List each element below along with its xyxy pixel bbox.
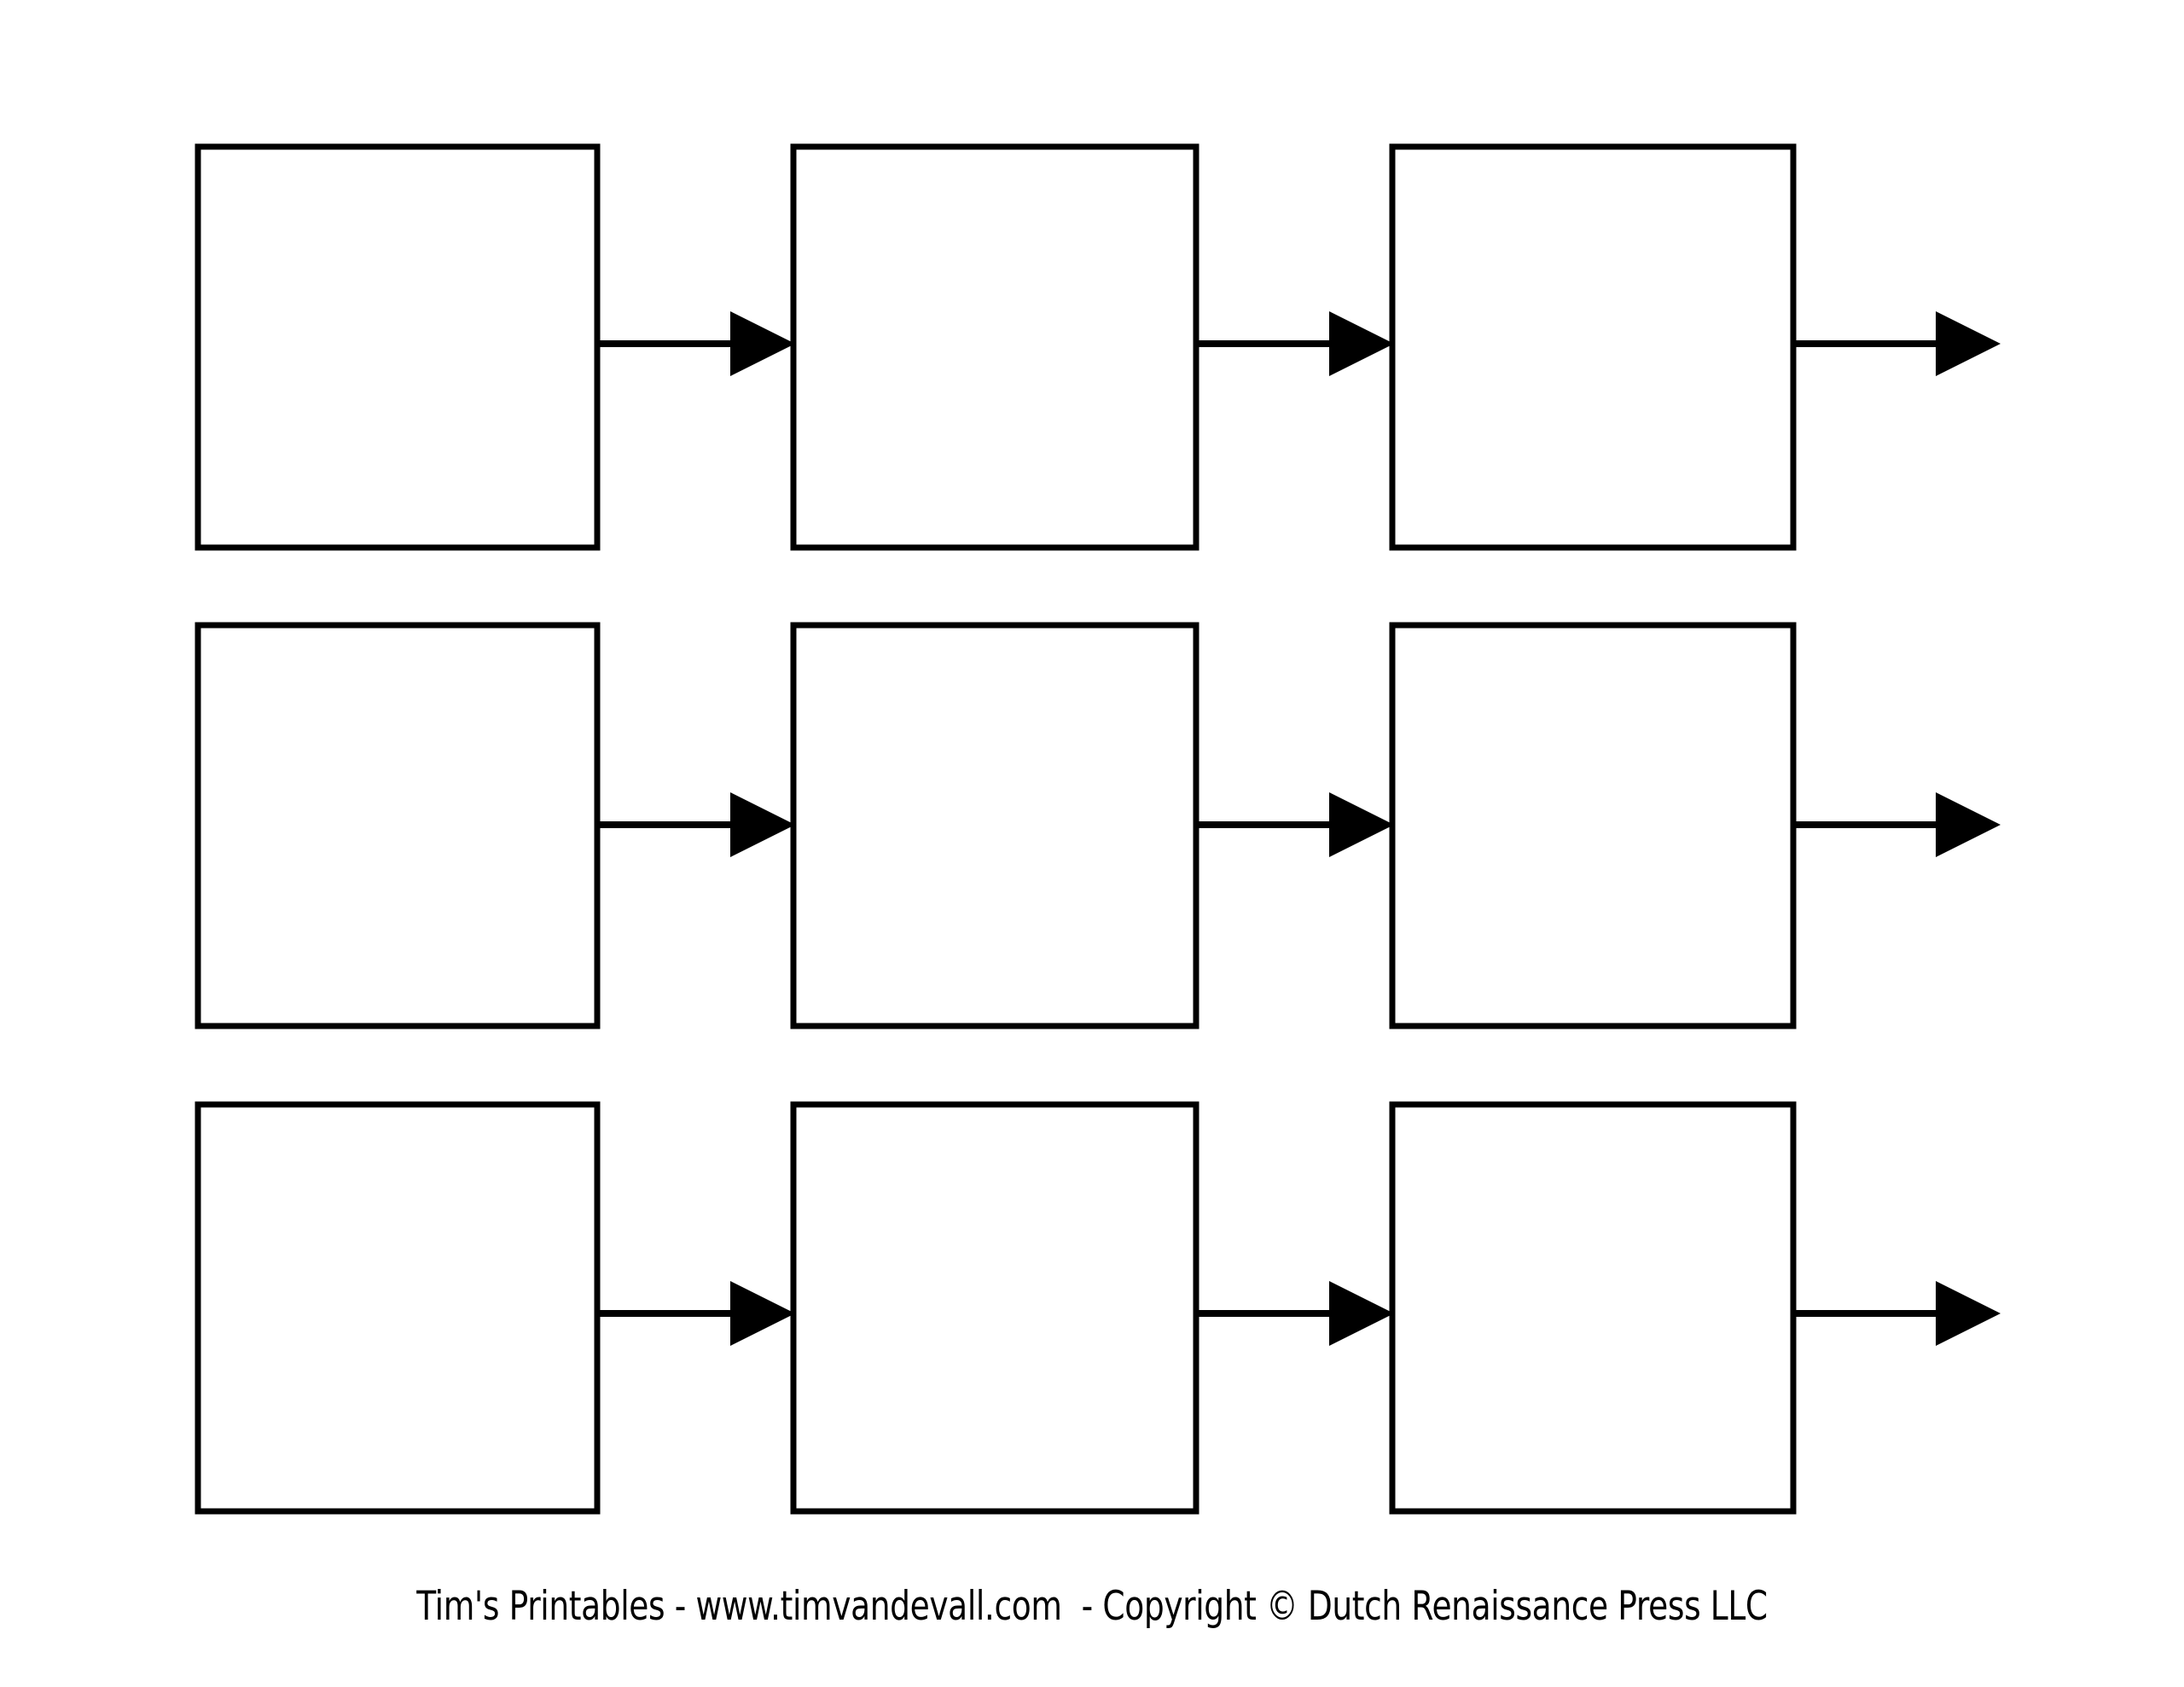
flow-arrow (597, 792, 795, 857)
footer-credit: Tim's Printables - www.timvandevall.com … (416, 1583, 1768, 1630)
flow-box-r2c3[interactable] (1389, 622, 1797, 1029)
flow-box-r3c2[interactable] (790, 1101, 1199, 1515)
flow-box-outline[interactable] (195, 1101, 601, 1515)
flow-box-r1c3[interactable] (1389, 143, 1797, 551)
flow-box-outline[interactable] (1389, 1101, 1797, 1515)
flow-box-r3c1[interactable] (195, 1101, 601, 1515)
flow-arrow-head-icon (1329, 311, 1394, 376)
flow-arrow-head-icon (730, 792, 795, 857)
flow-box-outline[interactable] (790, 1101, 1199, 1515)
flow-arrow (1196, 1281, 1394, 1346)
flow-arrow-head-icon (1329, 1281, 1394, 1346)
flow-arrow (597, 1281, 795, 1346)
flow-box-r2c2[interactable] (790, 622, 1199, 1029)
flow-box-r1c1[interactable] (195, 143, 601, 551)
flow-arrow-head-icon (1936, 792, 2001, 857)
flow-arrow (1196, 792, 1394, 857)
flow-box-r2c1[interactable] (195, 622, 601, 1029)
flow-box-outline[interactable] (790, 622, 1199, 1029)
flow-arrow-head-icon (1936, 311, 2001, 376)
flow-arrow (1196, 311, 1394, 376)
flow-arrow-head-icon (730, 1281, 795, 1346)
flow-box-r3c3[interactable] (1389, 1101, 1797, 1515)
flow-arrow (1793, 792, 2001, 857)
flow-box-outline[interactable] (1389, 622, 1797, 1029)
flow-arrow-head-icon (730, 311, 795, 376)
flow-arrow (597, 311, 795, 376)
flow-box-outline[interactable] (790, 143, 1199, 551)
flow-arrow (1793, 311, 2001, 376)
flow-arrow-head-icon (1936, 1281, 2001, 1346)
flow-box-outline[interactable] (195, 143, 601, 551)
flow-box-outline[interactable] (1389, 143, 1797, 551)
flow-arrow-head-icon (1329, 792, 1394, 857)
flow-box-outline[interactable] (195, 622, 601, 1029)
flow-arrow (1793, 1281, 2001, 1346)
flow-box-r1c2[interactable] (790, 143, 1199, 551)
